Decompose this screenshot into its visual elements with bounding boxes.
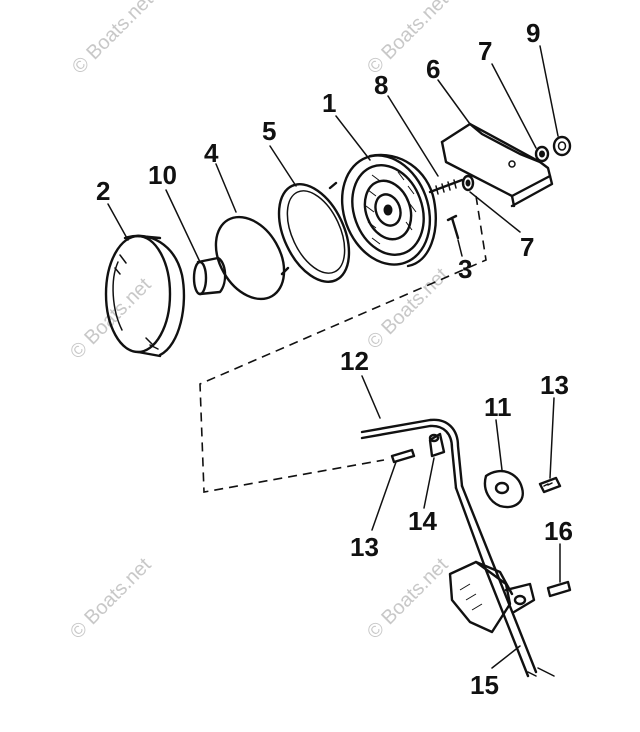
callout-5: 5 (262, 116, 276, 146)
part-7-washer-lower (461, 174, 475, 192)
watermark-top-left: © Boats.net (68, 0, 158, 79)
part-13-screw-right (538, 476, 562, 494)
callout-9: 9 (526, 18, 540, 48)
part-4-disc (214, 215, 286, 301)
part-12-rod (360, 418, 555, 678)
part-14-clip (428, 432, 446, 458)
callout-14: 14 (408, 506, 437, 536)
part-6-bracket (440, 122, 554, 208)
callout-3: 3 (458, 254, 472, 284)
part-5-spring-ring (277, 181, 351, 284)
callout-7-upper: 7 (478, 36, 492, 66)
part-16-screw (546, 580, 572, 598)
part-9-nut (552, 135, 572, 157)
assembly-dashed-line (199, 195, 487, 493)
watermarks: © Boats.net © Boats.net © Boats.net © Bo… (66, 0, 453, 644)
callout-2: 2 (96, 176, 110, 206)
callout-12: 12 (340, 346, 369, 376)
callout-4: 4 (204, 138, 219, 168)
part-13-pin-left (390, 448, 416, 464)
part-3-screw (446, 214, 460, 240)
callout-10: 10 (148, 160, 177, 190)
part-11-cam (483, 469, 524, 509)
part-7-washer-upper (534, 145, 550, 163)
part-2-starter-cup (104, 234, 186, 358)
callout-16: 16 (544, 516, 573, 546)
watermark-mid-right: © Boats.net (363, 264, 453, 354)
callout-numbers: 1 2 3 4 5 6 7 7 8 9 10 11 12 13 13 14 15… (96, 18, 573, 700)
callout-8: 8 (374, 70, 388, 100)
watermark-bottom-right: © Boats.net (363, 554, 453, 644)
callout-11: 11 (484, 392, 512, 422)
callout-1: 1 (322, 88, 336, 118)
callout-6: 6 (426, 54, 440, 84)
part-15-lever (448, 560, 536, 634)
callout-13-left: 13 (350, 532, 379, 562)
part-1-pulley (340, 153, 437, 268)
callout-15: 15 (470, 670, 499, 700)
callout-13-right: 13 (540, 370, 569, 400)
watermark-bottom-left: © Boats.net (66, 554, 156, 644)
watermark-mid-left: © Boats.net (66, 274, 156, 364)
leader-lines (107, 45, 561, 669)
callout-7-lower: 7 (520, 232, 534, 262)
part-8-bolt (428, 178, 464, 195)
